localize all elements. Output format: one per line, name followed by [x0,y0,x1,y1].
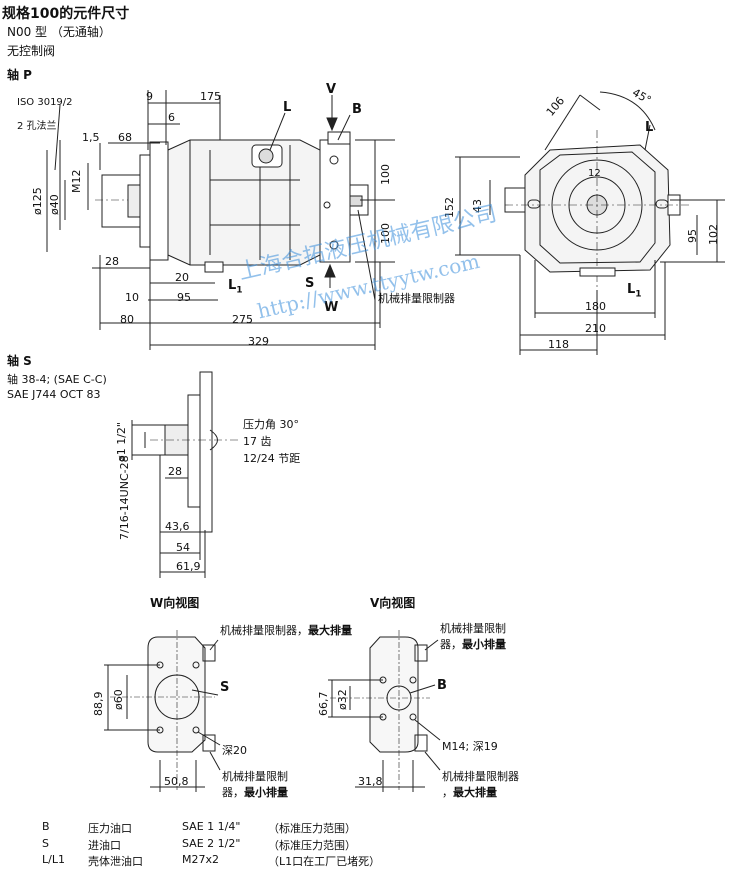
table-row-size: SAE 2 1/2" [182,837,241,850]
dim-102: 102 [707,224,720,245]
table-row-name: 压力油口 [88,822,132,835]
table-row-name: 壳体泄油口 [88,855,143,868]
dim-88-9: 88,9 [92,691,105,717]
dim-80: 80 [120,313,134,326]
v-view-thread: M14; 深19 [442,740,498,753]
dim-28: 28 [105,255,119,268]
pressure-angle: 压力角 30° [243,418,299,431]
dim-180: 180 [585,300,606,313]
dim-10: 10 [125,291,139,304]
model-label: N00 型 （无通轴） [7,25,111,39]
dim-175: 175 [200,90,221,103]
control-label: 无控制阀 [7,44,56,58]
dim-20: 20 [175,271,189,284]
v-view-top-label-1: 机械排量限制 [440,622,506,635]
v-view-port-b: B [437,678,447,693]
table-row-note: （标准压力范围） [268,822,356,835]
dim-50-8: 50,8 [164,775,189,788]
table-row-size: M27x2 [182,853,219,866]
table-row-code: B [42,820,50,833]
table-row-name: 进油口 [88,839,121,852]
teeth-count: 17 齿 [243,435,272,448]
table-row-size: SAE 1 1/4" [182,820,241,833]
dim-61-9: 61,9 [176,560,201,573]
iso-label-1: ISO 3019/2 [17,97,73,108]
limiter-label: 机械排量限制器 [378,292,455,305]
dim-31-8: 31,8 [358,775,383,788]
v-view-top-label-2: 器，最小排量 [440,638,506,651]
port-l1-label: L1 [228,278,243,296]
dim-d125: ø125 [31,187,44,215]
port-l-label: L [283,100,292,115]
v-view-title: V向视图 [370,596,416,610]
table-row-code: L/L1 [42,853,65,866]
shaft-s-title: 轴 S [7,354,32,368]
side-port-l-label: L [645,120,654,135]
dim-thread: 7/16-14UNC-28 [118,455,131,540]
view-v-arrow-label: V [326,82,337,97]
dim-275: 275 [232,313,253,326]
dim-12: 12 [588,168,601,179]
v-view-bottom-label-1: 机械排量限制器 [442,770,519,783]
w-view-depth: 深20 [222,744,247,757]
dim-54: 54 [176,541,190,554]
dim-1-5: 1,5 [82,131,100,144]
port-b-label: B [352,102,362,117]
shaft-p-label: 轴 P [7,68,32,82]
dim-s-28: 28 [168,465,182,478]
dim-66-7: 66,7 [317,691,330,717]
dim-d32: ø32 [336,689,349,710]
dim-95: 95 [177,291,191,304]
dim-210: 210 [585,322,606,335]
port-s-label: S [305,276,315,291]
w-view-port-s: S [220,680,230,695]
dim-9: 9 [146,90,153,103]
w-view-title: W向视图 [150,596,200,610]
dim-d60: ø60 [112,689,125,710]
w-view-bottom-label-2: 器，最小排量 [222,786,288,799]
w-view-bottom-label-1: 机械排量限制 [222,770,288,783]
dim-43-6: 43,6 [165,520,190,533]
dim-100-upper: 100 [379,164,392,185]
iso-label-2: 2 孔法兰 [17,121,57,132]
table-row-note: （L1口在工厂已堵死） [268,855,381,868]
side-port-l1-label: L1 [627,282,642,300]
dim-m12: M12 [70,169,83,194]
dim-d40: ø40 [48,194,61,215]
w-view-top-label: 机械排量限制器，最大排量 [220,624,352,637]
dim-95-side: 95 [686,229,699,243]
pitch: 12/24 节距 [243,452,301,465]
page-title: 规格100的元件尺寸 [2,6,130,22]
shaft-s-spec-2: SAE J744 OCT 83 [7,388,101,401]
table-row-code: S [42,837,49,850]
table-row-note: （标准压力范围） [268,839,356,852]
dim-329: 329 [248,335,269,348]
view-w-arrow-label: W [324,300,339,315]
dim-118: 118 [548,338,569,351]
v-view-bottom-label-2: ，最大排量 [442,786,497,799]
dim-68: 68 [118,131,132,144]
dim-6: 6 [168,111,175,124]
shaft-s-spec-1: 轴 38-4; (SAE C-C) [7,373,107,386]
